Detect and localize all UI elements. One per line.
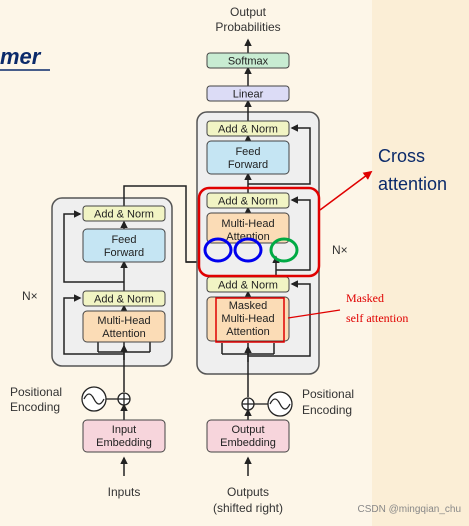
decoder-add-norm-bottom: Add & Norm <box>206 276 290 293</box>
svg-text:Input: Input <box>112 424 136 436</box>
decoder-add-icon <box>241 397 255 411</box>
encoder-sine-wave-icon <box>81 386 107 412</box>
encoder-inputs-label: Inputs <box>108 485 141 499</box>
svg-text:Multi-Head: Multi-Head <box>221 313 274 325</box>
svg-text:Forward: Forward <box>228 159 268 171</box>
masked-attention-highlight <box>215 297 285 343</box>
encoder-feed-forward: Feed Forward <box>82 228 166 263</box>
svg-text:Linear: Linear <box>233 89 264 101</box>
watermark: CSDN @mingqian_chu <box>357 504 461 515</box>
encoder-input-embedding: Input Embedding <box>82 419 166 453</box>
decoder-add-norm-top: Add & Norm <box>206 120 290 137</box>
decoder-residual-2 <box>276 196 311 271</box>
encoder-repeat-label: N× <box>22 289 38 303</box>
decoder-feed-forward: Feed Forward <box>206 140 290 175</box>
masked-attention-annotation-2: self attention <box>346 311 408 325</box>
svg-text:Multi-Head: Multi-Head <box>97 315 150 327</box>
encoder-multi-head-attention: Multi-Head Attention <box>82 310 166 343</box>
svg-text:Add & Norm: Add & Norm <box>94 209 154 221</box>
encoder-attn-inputs <box>97 341 151 360</box>
title-fragment: mer <box>0 44 42 69</box>
encoder-positional-label: Positional <box>10 385 62 399</box>
cross-attention-highlight <box>197 186 321 278</box>
decoder-outputs-label: Outputs <box>227 485 269 499</box>
decoder-repeat-label: N× <box>332 243 348 257</box>
svg-text:Softmax: Softmax <box>228 56 269 68</box>
cross-attention-annotation-2: attention <box>378 174 447 194</box>
encoder-add-icon <box>117 392 131 406</box>
output-probabilities-label-1: Output <box>230 5 267 19</box>
key-input-highlight <box>203 237 233 263</box>
svg-text:Output: Output <box>231 424 264 436</box>
decoder-sine-wave-icon <box>267 391 293 417</box>
svg-text:Attention: Attention <box>226 326 269 338</box>
svg-text:Add & Norm: Add & Norm <box>218 124 278 136</box>
value-input-highlight <box>233 237 263 263</box>
output-probabilities-label-2: Probabilities <box>215 20 280 34</box>
svg-text:Masked: Masked <box>229 300 268 312</box>
softmax-block: Softmax <box>206 52 290 69</box>
svg-text:Embedding: Embedding <box>96 437 152 449</box>
svg-text:Add & Norm: Add & Norm <box>94 294 154 306</box>
decoder-cross-attention: Multi-Head Attention <box>206 212 290 244</box>
svg-text:Forward: Forward <box>104 247 144 259</box>
svg-text:Embedding: Embedding <box>220 437 276 449</box>
encoder-encoding-label: Encoding <box>10 400 60 414</box>
svg-text:Feed: Feed <box>111 234 136 246</box>
decoder-add-norm-middle: Add & Norm <box>206 192 290 209</box>
masked-attention-annotation-1: Masked <box>346 291 384 305</box>
svg-text:Feed: Feed <box>235 146 260 158</box>
encoder-add-norm-bottom: Add & Norm <box>82 290 166 307</box>
svg-text:Add & Norm: Add & Norm <box>218 280 278 292</box>
linear-block: Linear <box>206 85 290 102</box>
query-input-highlight <box>269 237 299 263</box>
cross-attention-annotation-1: Cross <box>378 146 425 166</box>
svg-text:Add & Norm: Add & Norm <box>218 196 278 208</box>
svg-text:Attention: Attention <box>226 231 269 243</box>
decoder-positional-label: Positional <box>302 387 354 401</box>
svg-text:Multi-Head: Multi-Head <box>221 218 274 230</box>
encoder-add-norm-top: Add & Norm <box>82 205 166 222</box>
masked-attention-pointer <box>287 309 341 319</box>
side-panel <box>372 0 469 526</box>
decoder-encoding-label: Encoding <box>302 403 352 417</box>
encoder-residual-1 <box>63 294 124 355</box>
decoder-masked-attention: Masked Multi-Head Attention <box>206 296 290 342</box>
decoder-shifted-label: (shifted right) <box>213 501 283 515</box>
encoder-residual-2 <box>63 210 124 283</box>
decoder-residual-1 <box>248 280 311 357</box>
cross-attention-pointer <box>319 170 373 211</box>
decoder-residual-3 <box>248 124 311 185</box>
decoder-output-embedding: Output Embedding <box>206 419 290 453</box>
svg-text:Attention: Attention <box>102 328 145 340</box>
decoder-masked-inputs <box>221 343 275 362</box>
